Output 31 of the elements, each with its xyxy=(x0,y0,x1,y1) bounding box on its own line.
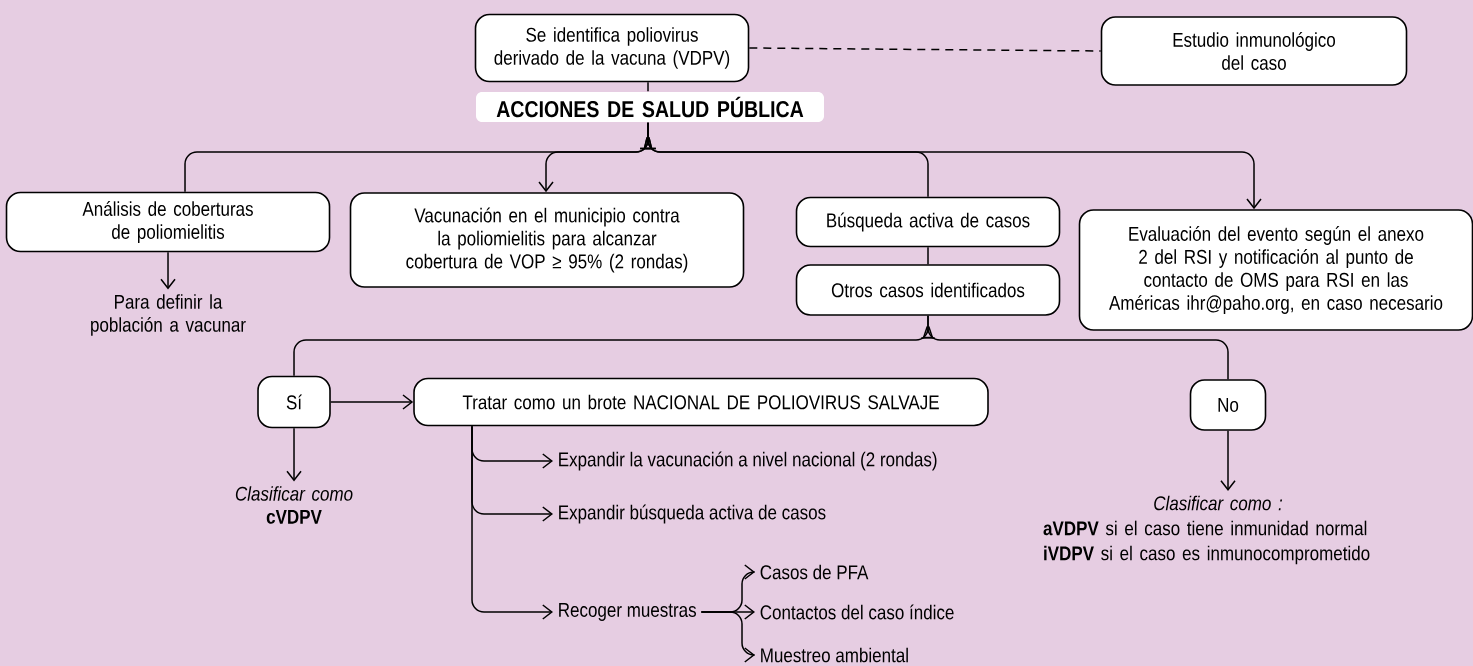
process-box: Vacunación en el municipio contra la poliomielitis para alcanzar cobertura de VOP ≥ 95% (2 rondas) xyxy=(349,192,745,288)
process-box: Análisis de coberturas de poliomielitis xyxy=(5,191,331,253)
note-text: Clasificar como : aVDPV si el caso tiene inmunidad normal iVDPV si el caso es inmunocomprometido xyxy=(1043,495,1370,565)
process-box: Tratar como un brote NACIONAL DE POLIOVIRUS SALVAJE xyxy=(413,377,989,427)
process-box: Se identifica poliovirus derivado de la vacuna (VDPV) xyxy=(474,13,750,83)
arrow xyxy=(160,251,176,290)
answer-box: Sí xyxy=(257,375,331,429)
note-text: Casos de PFA xyxy=(760,564,869,580)
note-text: Expandir la vacunación a nivel nacional (2 rondas) xyxy=(559,451,937,471)
note-text: Muestreo ambiental xyxy=(761,647,908,663)
note-text: Recoger muestras xyxy=(559,603,696,621)
process-box: Evaluación del evento según el anexo 2 del RSI y notificación al punto de contacto de OMS para RSI en las Américas ihr@paho.org, en caso necesario xyxy=(1078,209,1473,331)
answer-box: No xyxy=(1189,379,1267,431)
note-text: Clasificar como cVDPV xyxy=(235,486,353,524)
connector-line xyxy=(920,315,1229,380)
note-text: Para definir la población a vacunar xyxy=(91,294,246,336)
process-box: Otros casos identificados xyxy=(795,264,1061,316)
process-box: Estudio inmunológico del caso xyxy=(1100,16,1408,86)
arrow xyxy=(286,427,302,482)
note-text: Expandir búsqueda activa de casos xyxy=(559,504,826,524)
arrow xyxy=(471,425,553,620)
connector-line xyxy=(927,246,929,265)
heading-band: ACCIONES DE SALUD PÚBLICA xyxy=(476,92,824,122)
connector-line xyxy=(647,81,649,92)
process-box: Búsqueda activa de casos xyxy=(795,196,1061,248)
arrow xyxy=(330,394,414,410)
note-text: Contactos del caso índice xyxy=(760,604,954,620)
arrow xyxy=(1220,430,1236,491)
dashed-line xyxy=(748,47,1102,52)
arrow xyxy=(700,611,755,663)
arrow xyxy=(639,122,1262,210)
